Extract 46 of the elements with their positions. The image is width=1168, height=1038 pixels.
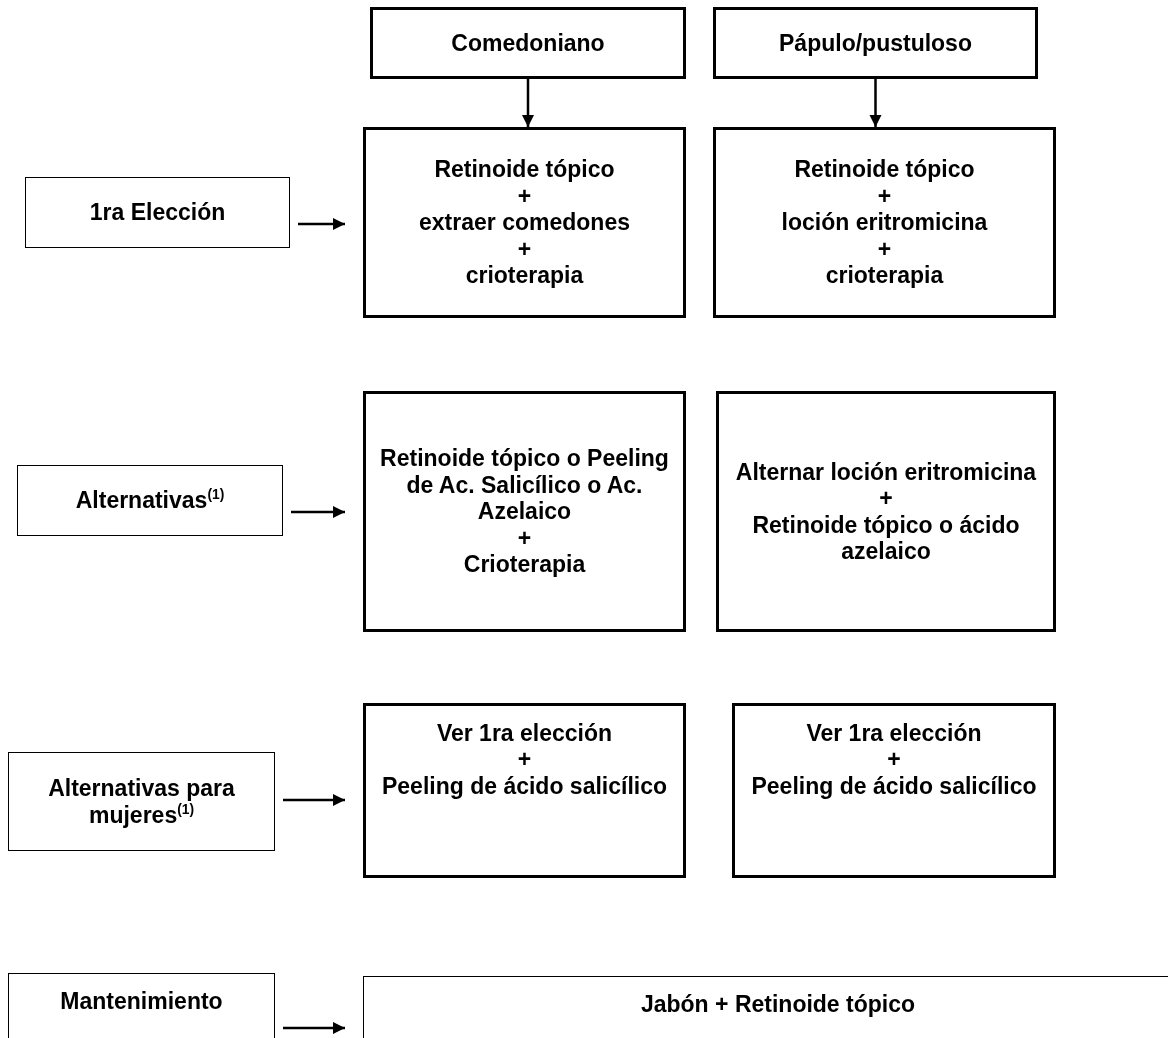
box-text: + bbox=[879, 485, 893, 512]
box-text: Mantenimiento bbox=[60, 988, 223, 1015]
text-box bbox=[732, 703, 1056, 878]
text-box bbox=[363, 391, 686, 632]
box-text: 1ra Elección bbox=[89, 199, 226, 226]
arrow bbox=[521, 79, 535, 127]
text-box bbox=[25, 177, 290, 248]
box-text: Jabón + Retinoide tópico bbox=[640, 991, 916, 1018]
box-text: crioterapia bbox=[825, 262, 944, 289]
arrow bbox=[291, 505, 345, 519]
box-text: Retinoide tópico o Peeling de Ac. Salicílico o Ac. Azelaico bbox=[379, 445, 670, 525]
box-text: + bbox=[517, 235, 532, 263]
box-text: Retinoide tópico o ácido azelaico bbox=[751, 511, 1021, 565]
text-box bbox=[363, 127, 686, 318]
box-text: + bbox=[887, 746, 901, 773]
box-text: loción eritromicina bbox=[781, 209, 988, 236]
box-text: Retinoide tópico bbox=[434, 156, 615, 183]
box-text: Comedoniano bbox=[451, 29, 605, 57]
arrow bbox=[283, 1021, 345, 1035]
box-text: Alternativas para mujeres$^{(1)}$ bbox=[47, 775, 236, 828]
box-text: crioterapia bbox=[465, 262, 584, 289]
box-text: Alternativas$^{(1)}$ bbox=[75, 487, 225, 514]
box-text: Peeling de ácido salicílico bbox=[751, 772, 1037, 800]
box-text: extraer comedones bbox=[419, 209, 630, 236]
box-text: + bbox=[877, 182, 892, 210]
text-box bbox=[363, 703, 686, 878]
box-text: Ver 1ra elección bbox=[436, 720, 613, 747]
text-box bbox=[8, 752, 275, 851]
arrow bbox=[869, 79, 882, 127]
text-box bbox=[17, 465, 283, 536]
box-text: Ver 1ra elección bbox=[806, 720, 982, 747]
box-text: + bbox=[517, 182, 532, 210]
arrow bbox=[283, 793, 345, 807]
box-text: + bbox=[517, 524, 532, 552]
box-text: Crioterapia bbox=[463, 551, 586, 578]
box-text: + bbox=[877, 235, 892, 263]
box-text: Peeling de ácido salicílico bbox=[381, 772, 668, 800]
box-text: Retinoide tópico bbox=[794, 156, 975, 183]
text-box bbox=[713, 127, 1056, 318]
box-text: Alternar loción eritromicina bbox=[735, 458, 1037, 486]
arrow bbox=[298, 217, 345, 231]
text-box bbox=[713, 7, 1038, 79]
text-box bbox=[716, 391, 1056, 632]
box-text: Pápulo/pustuloso bbox=[779, 29, 972, 57]
text-box bbox=[370, 7, 686, 79]
box-text: + bbox=[517, 746, 532, 773]
